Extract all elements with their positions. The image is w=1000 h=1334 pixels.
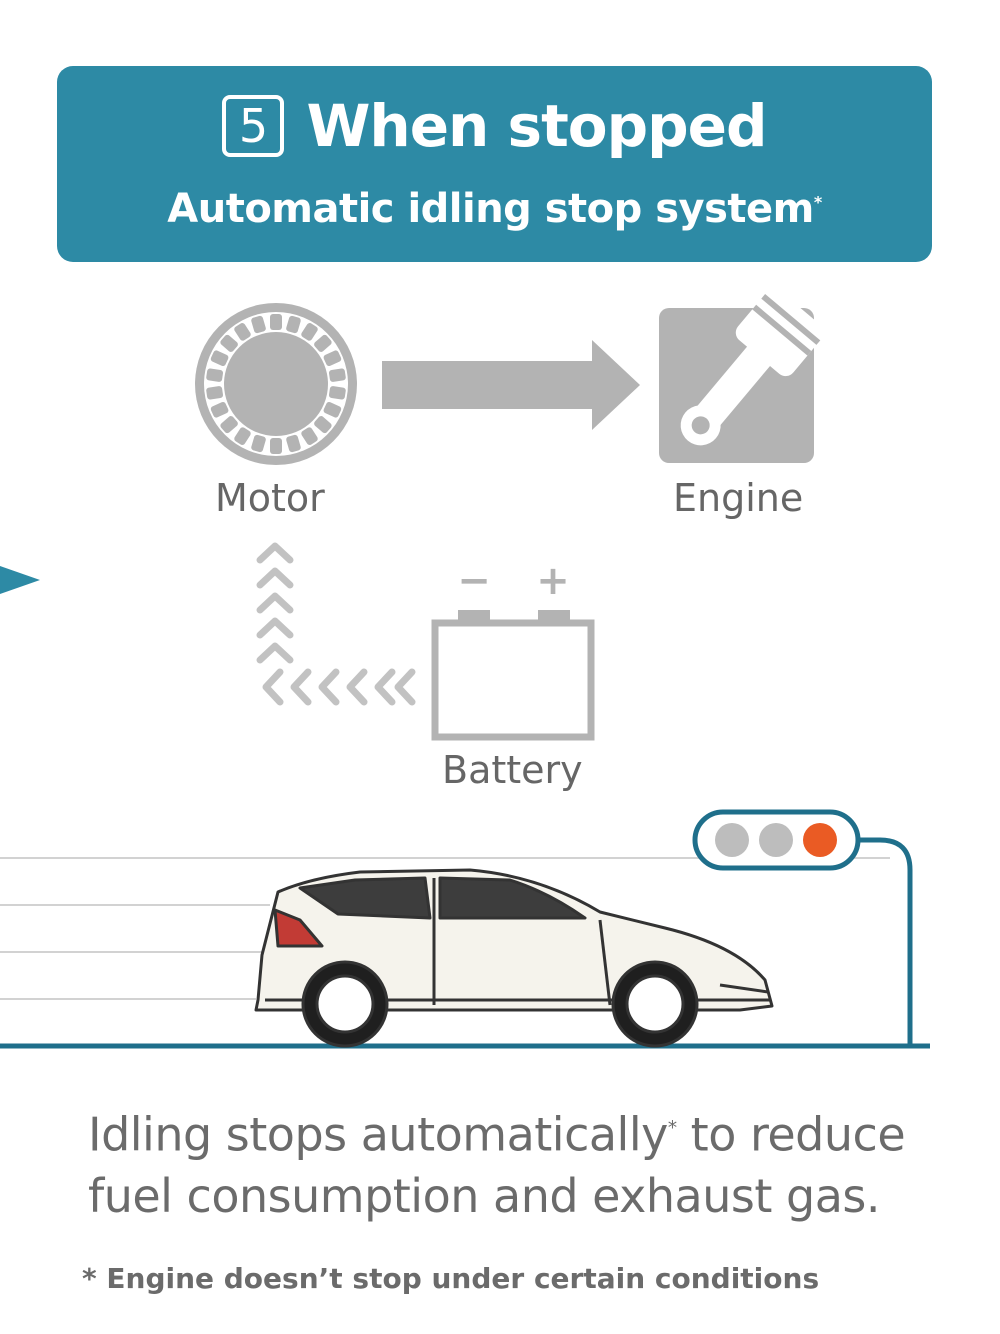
motor-tooth	[220, 416, 238, 434]
motor-tooth	[206, 386, 224, 400]
traffic-lamp-1	[715, 823, 749, 857]
motor-tooth	[220, 334, 238, 352]
motor-tooth	[286, 315, 301, 334]
battery-icon	[431, 610, 595, 741]
motor-tooth	[328, 386, 346, 400]
motor-label: Motor	[215, 476, 325, 520]
motor-tooth	[206, 368, 224, 382]
battery-plus-sign: +	[536, 558, 570, 604]
motor-tooth	[323, 350, 342, 367]
traffic-light	[692, 809, 913, 1046]
header-banner: 5 When stopped Automatic idling stop sys…	[57, 66, 932, 262]
caption-line-1: Idling stops automatically* to reduce	[88, 1098, 968, 1165]
engine-icon	[659, 288, 824, 463]
motor-tooth	[210, 350, 229, 367]
subtitle-asterisk: *	[813, 192, 822, 212]
motor-to-engine-arrow	[382, 340, 640, 430]
caption-text: Idling stops automatically* to reduce fu…	[88, 1098, 968, 1227]
motor-tooth	[323, 401, 342, 418]
motor-tooth	[328, 368, 346, 382]
battery-label: Battery	[442, 748, 583, 792]
motor-tooth	[286, 434, 301, 453]
motor-tooth	[301, 427, 318, 445]
title-row: 5 When stopped	[57, 92, 932, 160]
motor-tooth	[234, 427, 251, 445]
motor-tooth	[234, 323, 251, 341]
motor-tooth	[314, 416, 332, 434]
motor-tooth	[251, 434, 266, 453]
left-pointer-icon	[0, 566, 40, 594]
page-title: When stopped	[306, 92, 767, 160]
motor-tooth	[270, 314, 282, 330]
engine-label: Engine	[673, 476, 804, 520]
motor-tooth	[270, 438, 282, 454]
motor-tooth	[314, 334, 332, 352]
caption-line-1-a: Idling stops automatically	[88, 1107, 668, 1162]
subtitle-text: Automatic idling stop system	[167, 186, 814, 232]
motor-teeth	[206, 314, 346, 454]
motor-icon	[195, 303, 357, 465]
motor-tooth	[210, 401, 229, 418]
caption-line-1-b: to reduce	[676, 1107, 906, 1162]
battery-minus-sign: −	[457, 558, 491, 604]
caption-asterisk: *	[667, 1118, 677, 1139]
footnote: * Engine doesn’t stop under certain cond…	[82, 1262, 820, 1295]
page-subtitle: Automatic idling stop system*	[57, 186, 932, 232]
car-illustration	[254, 868, 774, 1048]
caption-line-2: fuel consumption and exhaust gas.	[88, 1169, 880, 1224]
battery-to-motor-flow	[256, 542, 416, 706]
motor-tooth	[301, 323, 318, 341]
step-number-badge: 5	[222, 95, 285, 157]
traffic-lamp-2	[759, 823, 793, 857]
traffic-lamp-3	[803, 823, 837, 857]
motor-tooth	[251, 315, 266, 334]
